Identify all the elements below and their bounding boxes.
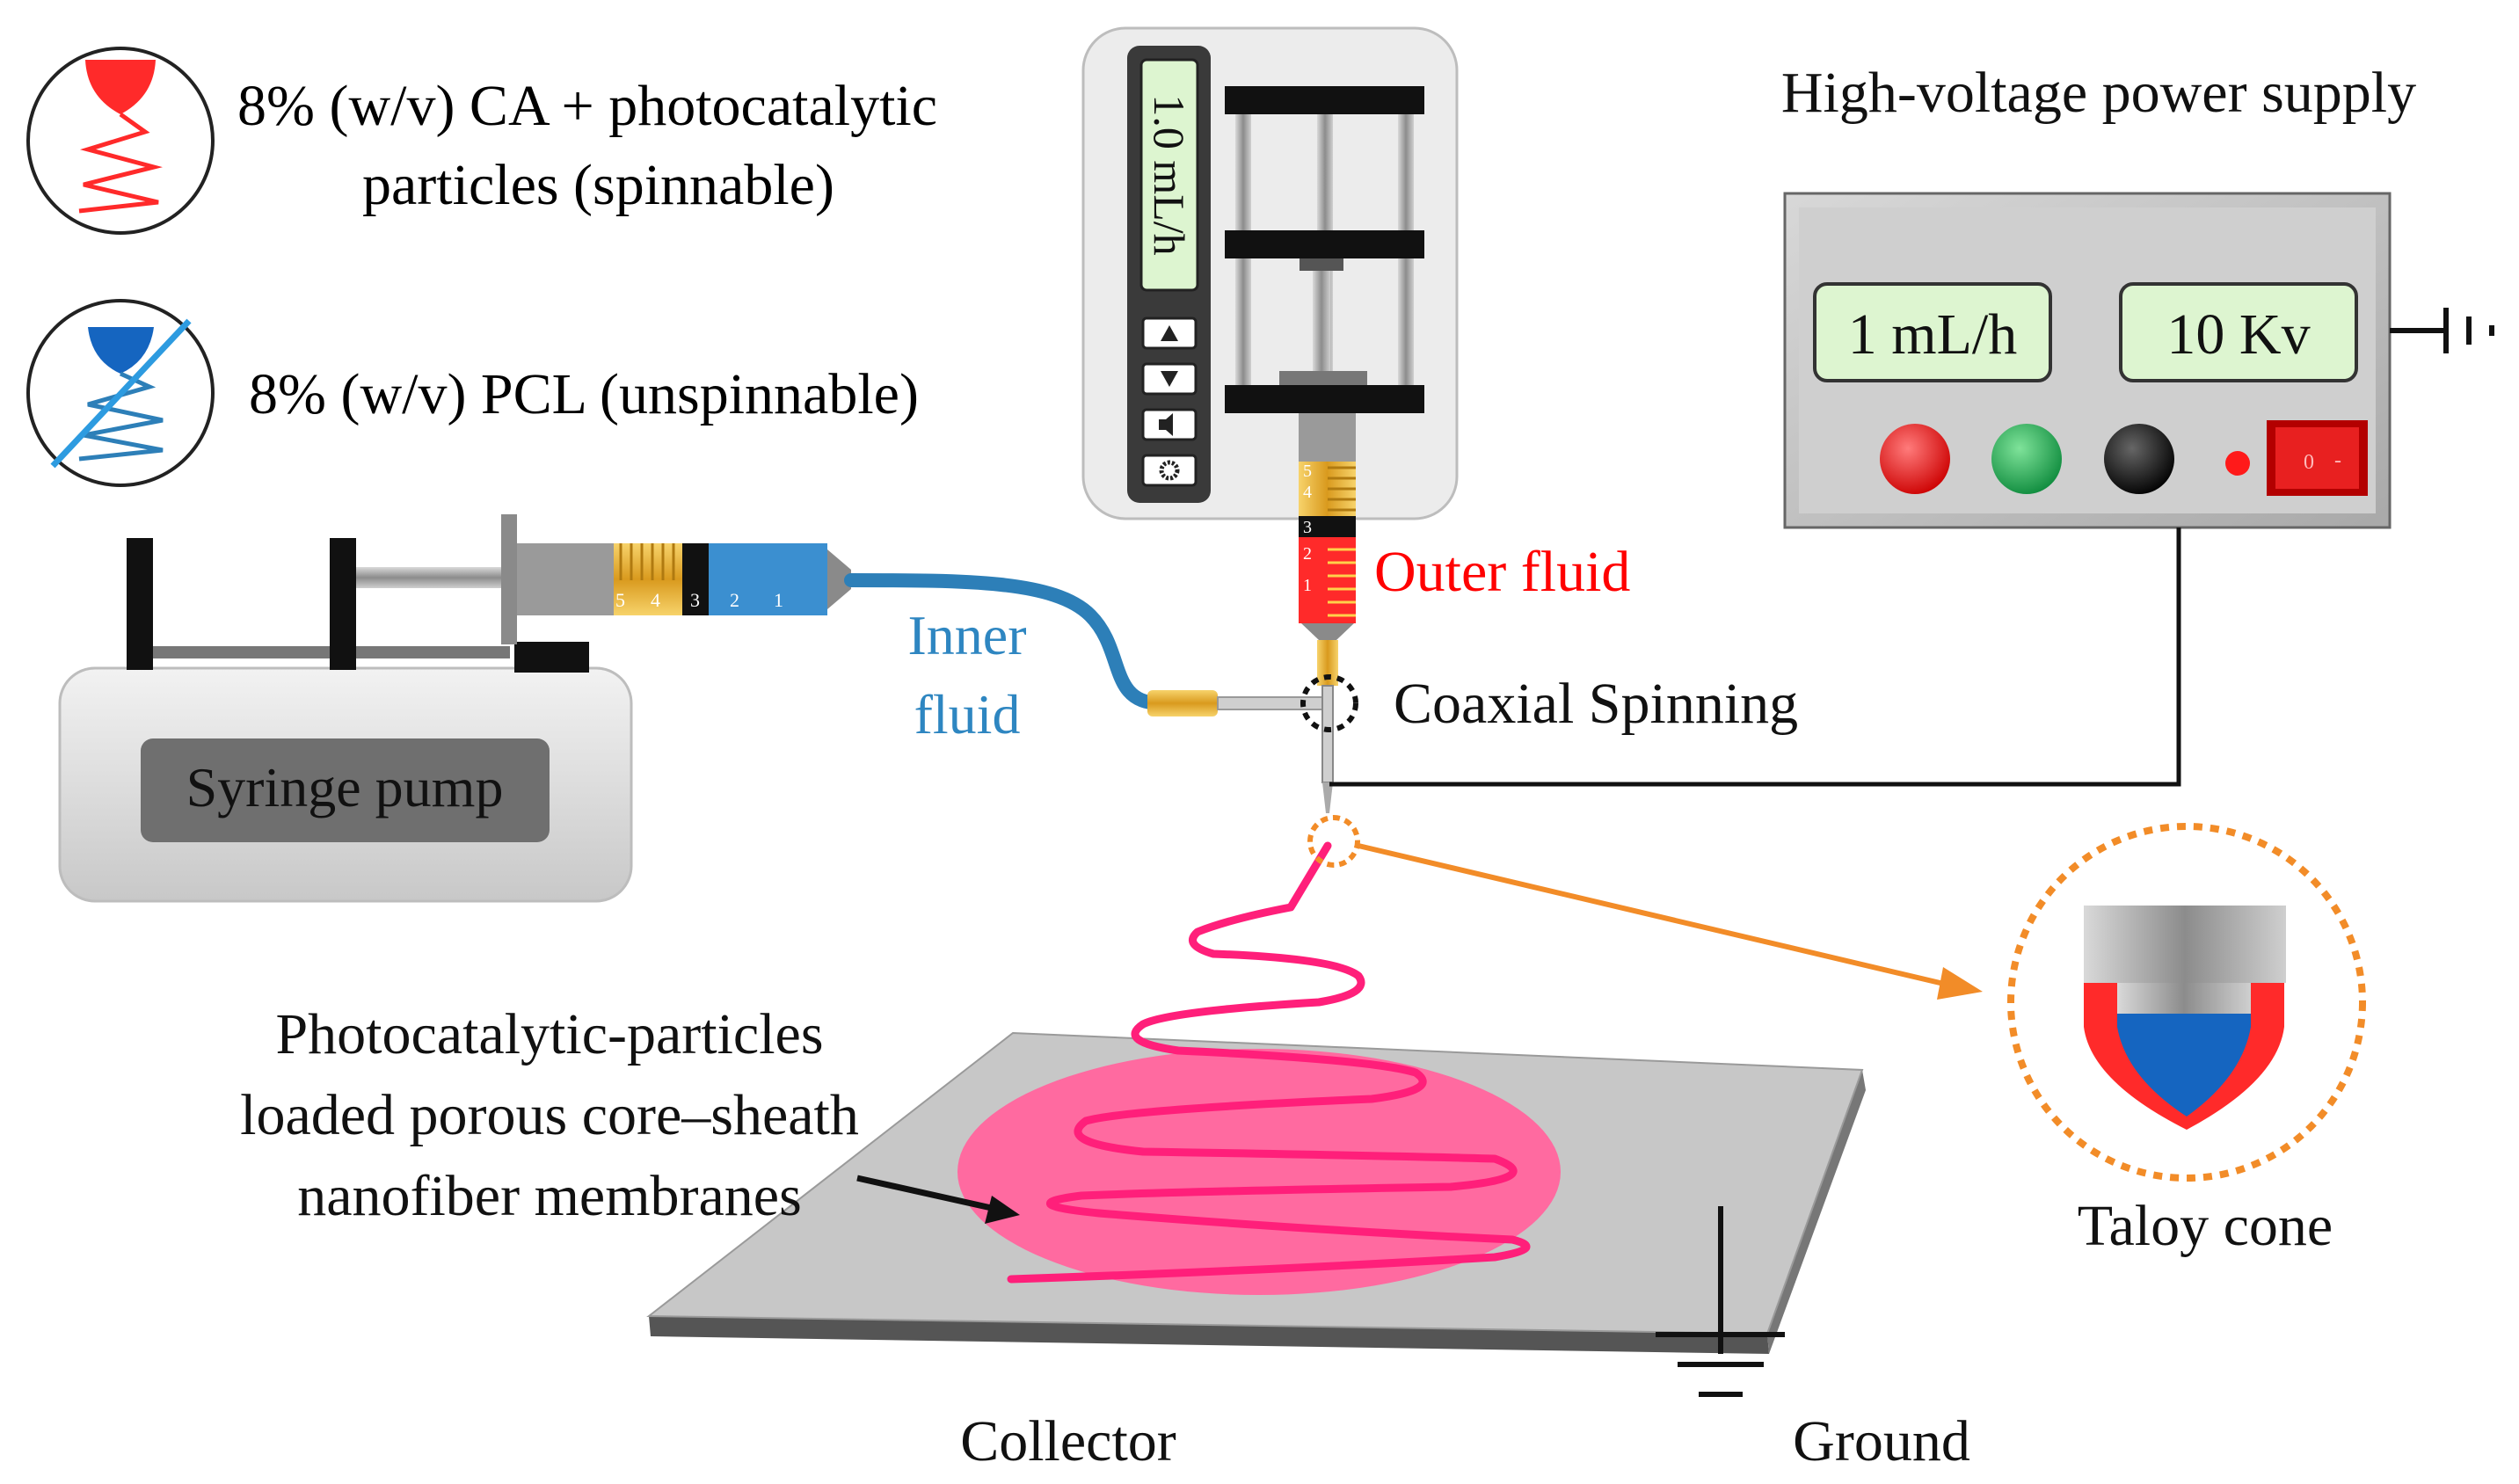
outer-scale-2: 2 xyxy=(1303,544,1312,564)
taylor-cone-label: Taloy cone xyxy=(2078,1194,2333,1258)
plunger-head xyxy=(1300,258,1343,271)
pump-control-up[interactable] xyxy=(1141,316,1198,350)
left-scale-2: 2 xyxy=(730,589,739,611)
spinnable-cone xyxy=(85,60,156,114)
outer-syringe-barrel xyxy=(1299,413,1356,462)
plunger-rod xyxy=(1313,271,1330,378)
spinnable-jet xyxy=(78,112,163,214)
left-scale-4: 4 xyxy=(651,589,660,611)
ps-power-switch[interactable]: 0 - xyxy=(2267,420,2368,496)
inner-fluid-label-1: Inner xyxy=(907,604,1026,666)
fiber-jet xyxy=(1189,846,1328,954)
left-scale-5: 5 xyxy=(615,589,625,611)
plunger-flange xyxy=(1279,371,1367,385)
ps-red-button[interactable] xyxy=(1880,424,1950,494)
syringe-pump-label-plate xyxy=(141,738,550,842)
fiber-jet-whip xyxy=(1007,841,1531,1284)
collector-plate-edge xyxy=(649,1316,1769,1354)
outer-syringe-fluid xyxy=(1299,537,1356,623)
inner-tube-connector xyxy=(1147,690,1218,717)
membrane-pointer xyxy=(856,1175,996,1212)
coaxial-spinning-label: Coaxial Spinning xyxy=(1394,672,1798,736)
legend-spinnable: 8% (w/v) CA + photocatalytic particles (… xyxy=(26,47,937,235)
frame-bar-mid xyxy=(1225,230,1424,258)
high-voltage-wire xyxy=(1329,527,2181,787)
outer-fluid-label: Outer fluid xyxy=(1374,540,1630,604)
unspinnable-line1: 8% (w/v) PCL (unspinnable) xyxy=(249,362,919,426)
legend-unspinnable: 8% (w/v) PCL (unspinnable) xyxy=(26,299,919,487)
inner-needle-side xyxy=(1217,696,1324,710)
pump-post-1 xyxy=(127,538,153,670)
membrane-label-2: loaded porous core–sheath xyxy=(240,1083,859,1147)
frame-bar-top xyxy=(1225,86,1424,114)
spinnable-line2: particles (spinnable) xyxy=(362,153,834,217)
needle-tip xyxy=(1322,782,1333,813)
flow-lcd-text: 1.0 mL/h xyxy=(1145,94,1194,255)
ps-display-voltage-text: 10 Kv xyxy=(2166,302,2310,367)
pump-control-sound[interactable] xyxy=(1141,408,1198,441)
callout-arrow-head xyxy=(1937,967,1983,1000)
pump-control-down[interactable] xyxy=(1141,362,1198,396)
pump-control-settings[interactable] xyxy=(1141,454,1198,487)
left-scale-3: 3 xyxy=(690,589,700,611)
taylor-cone-illustration xyxy=(2084,906,2286,1130)
power-supply: 1 mL/h 10 Kv 0 - xyxy=(1783,192,2392,529)
left-scale-1: 1 xyxy=(774,589,783,611)
pump-rail xyxy=(132,646,510,658)
coaxial-junction-marker xyxy=(1300,674,1358,732)
membrane-label-1: Photocatalytic-particles xyxy=(275,1002,823,1066)
unspinnable-slash xyxy=(50,318,192,469)
outer-syringe: 5 4 3 2 1 xyxy=(1299,413,1356,813)
left-syringe-piston xyxy=(682,543,709,615)
ground-label: Ground xyxy=(1793,1409,1970,1473)
ps-display-voltage[interactable] xyxy=(2119,282,2358,382)
left-syringe-barrel-empty xyxy=(517,543,614,615)
inner-fluid-tube xyxy=(844,573,1168,710)
pump-clamp xyxy=(514,642,589,673)
left-syringe-fluid xyxy=(709,543,827,615)
collector-plate-side xyxy=(1767,1070,1866,1354)
inner-fluid-label-2: fluid xyxy=(914,683,1021,746)
ps-display-flow-text: 1 mL/h xyxy=(1848,302,2018,367)
syringe-pump: Syringe pump 5 4 3 2 1 xyxy=(58,514,851,903)
vertical-syringe-pump: 1.0 mL/h xyxy=(1081,26,1459,520)
pump-post-2 xyxy=(330,538,356,670)
ps-switch-on-symbol: - xyxy=(2334,449,2341,472)
tip-callout-marker xyxy=(1307,815,1360,868)
callout-arrow-line xyxy=(1358,843,1948,987)
outer-scale-3: 3 xyxy=(1303,518,1312,537)
left-syringe-ticks xyxy=(619,543,686,580)
outer-scale-4: 4 xyxy=(1303,483,1312,502)
left-plunger-rod xyxy=(356,567,506,588)
unspinnable-jet xyxy=(78,371,164,462)
coaxial-needle xyxy=(1321,685,1334,783)
outer-fluid-ticks xyxy=(1328,548,1356,617)
spinnable-line1: 8% (w/v) CA + photocatalytic xyxy=(237,74,937,138)
left-syringe-tip xyxy=(827,549,851,609)
ps-black-button[interactable] xyxy=(2104,424,2174,494)
ps-green-button[interactable] xyxy=(1991,424,2062,494)
ps-indicator-led xyxy=(2225,451,2250,476)
unspinnable-cone xyxy=(88,327,154,374)
power-supply-title: High-voltage power supply xyxy=(1781,61,2416,125)
left-syringe-flange xyxy=(501,514,517,644)
outer-syringe-tip xyxy=(1301,623,1354,640)
flow-lcd xyxy=(1139,58,1199,292)
ps-switch-off-symbol: 0 xyxy=(2304,451,2314,474)
syringe-pump-label: Syringe pump xyxy=(186,756,504,818)
collector-label: Collector xyxy=(960,1409,1176,1473)
outer-syringe-ticks xyxy=(1328,466,1356,512)
ps-ground-symbol xyxy=(2390,308,2494,353)
membrane-label-3: nanofiber membranes xyxy=(297,1164,802,1228)
outer-scale-5: 5 xyxy=(1303,462,1312,481)
outer-scale-1: 1 xyxy=(1303,576,1312,595)
frame-bar-bottom xyxy=(1225,385,1424,413)
collector-ground xyxy=(1656,1206,1785,1397)
outer-syringe-piston xyxy=(1299,516,1356,537)
ps-display-flow[interactable] xyxy=(1813,282,2052,382)
membrane-pointer-head xyxy=(985,1196,1020,1224)
